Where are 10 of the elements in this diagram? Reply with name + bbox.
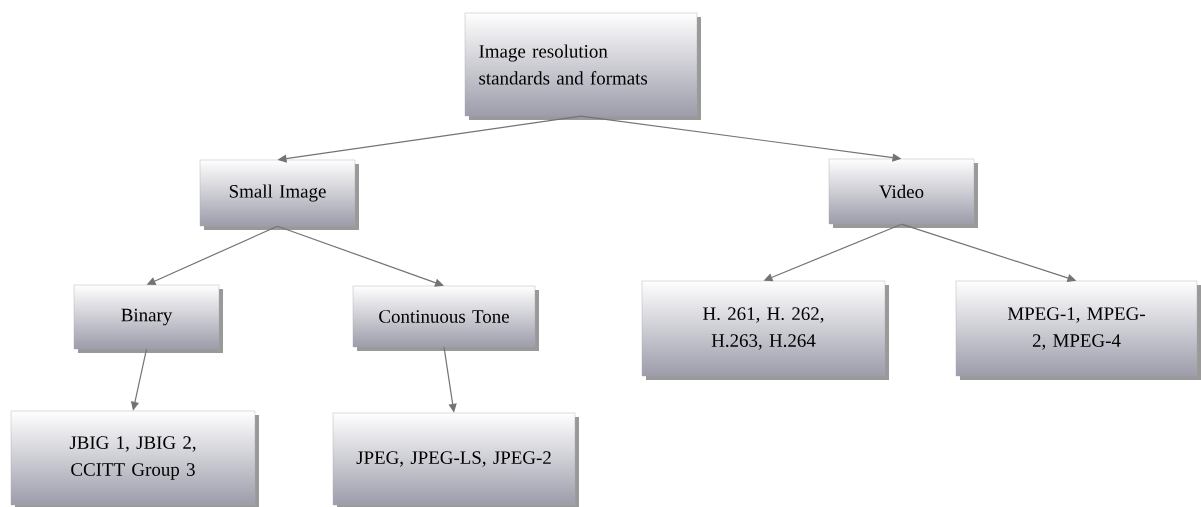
- process-box: Continuous Tone: [352, 285, 539, 351]
- process-box: Video: [828, 158, 978, 228]
- process-box: H. 261, H. 262, H.263, H.264: [641, 280, 889, 380]
- arrow: [276, 225, 444, 287]
- process-box: Small Image: [199, 159, 359, 230]
- process-box: Binary: [73, 284, 223, 353]
- process-box: MPEG-1, MPEG-2, MPEG-4: [955, 280, 1201, 380]
- process-box: JBIG 1, JBIG 2, CCITT Group 3: [10, 410, 259, 507]
- process-box: JPEG, JPEG-LS, JPEG-2: [332, 412, 579, 507]
- process-box: Image resolution standards and formats: [464, 12, 701, 120]
